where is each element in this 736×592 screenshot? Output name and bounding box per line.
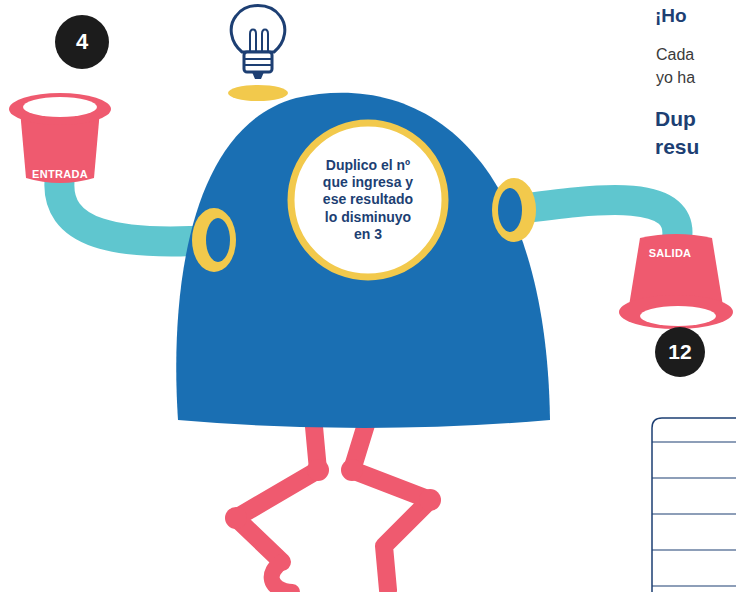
instruction-heading: Dup resu — [655, 105, 707, 161]
table-line — [652, 477, 736, 478]
robot-arm — [59, 176, 212, 242]
robot-foot — [272, 562, 292, 592]
robot-knee — [341, 459, 363, 481]
input-cup: ENTRADA — [8, 92, 112, 188]
cup-label: ENTRADA — [32, 168, 88, 180]
bulb-base — [244, 58, 272, 60]
arm-joint — [192, 208, 236, 272]
arm-joint — [206, 218, 230, 262]
output-cup: SALIDA — [618, 232, 734, 332]
bulb-socket — [228, 85, 288, 101]
cup-label: SALIDA — [649, 247, 692, 259]
text-area: 12 — [654, 326, 706, 378]
body-text: Cada yo ha — [656, 43, 706, 89]
rule-circle: Duplico el nº que ingresa y ese resultad… — [286, 118, 450, 282]
callout-number: 4 — [54, 14, 110, 70]
bulb-tip — [252, 72, 264, 79]
bulb-base — [244, 52, 272, 72]
robot-knee — [419, 489, 441, 511]
bulb-filament — [250, 30, 268, 53]
robot-knee — [307, 459, 329, 481]
robot-leg — [352, 405, 430, 590]
text-area: Duplico el nº que ingresa y ese resultad… — [318, 138, 418, 262]
robot-body — [176, 93, 550, 428]
table-line — [652, 549, 736, 550]
text-area: 4 — [54, 14, 110, 70]
table-line — [652, 585, 736, 586]
bulb-base — [244, 64, 272, 66]
text-area: ENTRADA — [18, 166, 102, 182]
arm-joint — [498, 188, 522, 232]
table-line — [652, 441, 736, 442]
light-bulb — [231, 6, 285, 53]
robot-knee — [225, 507, 247, 529]
robot-leg — [236, 405, 318, 562]
rule-text: Duplico el nº que ingresa y ese resultad… — [318, 157, 418, 242]
text-area: SALIDA — [630, 244, 710, 262]
arm-joint — [492, 178, 536, 242]
page-heading: ¡Ho — [655, 4, 687, 28]
callout-number: 12 — [654, 326, 706, 378]
input-number: 4 — [76, 30, 88, 54]
table-border — [652, 418, 736, 592]
table-line — [652, 513, 736, 514]
output-number: 12 — [668, 340, 691, 363]
